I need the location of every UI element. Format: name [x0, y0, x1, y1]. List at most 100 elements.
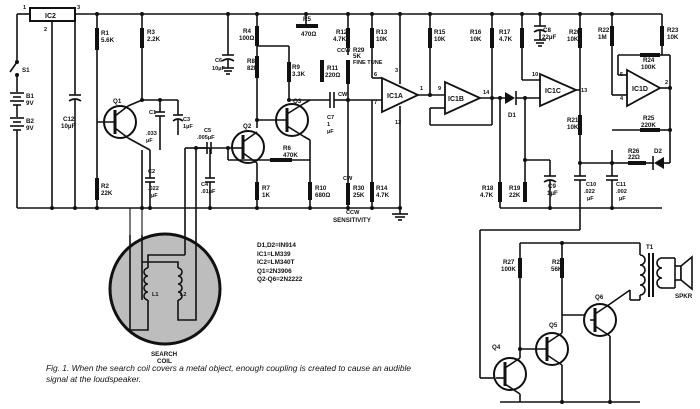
b1-label: B1: [26, 93, 34, 100]
c3-label: C3: [183, 117, 190, 123]
s1-label: S1: [22, 67, 30, 74]
r1-label: R1: [101, 30, 109, 37]
r13-value: 10K: [376, 36, 388, 43]
ic2-pin-gnd: 2: [44, 27, 47, 33]
resistor-r22: [610, 26, 614, 46]
c10-value: .022: [584, 189, 595, 195]
c2-label: C2: [148, 169, 155, 175]
r6-label: R6: [283, 145, 291, 152]
r1-value: 5.6K: [101, 37, 115, 44]
r17-label: R17: [499, 29, 511, 36]
resistor-r19: [523, 182, 527, 202]
r26-value: 22Ω: [628, 154, 640, 161]
resistor-r1: [95, 28, 99, 50]
r22-value: 1M: [598, 34, 607, 41]
ic1a-pin6: 6: [374, 72, 377, 78]
r2-label: R2: [101, 183, 109, 190]
r18-value: 4.7K: [480, 192, 494, 199]
r18-label: R18: [482, 185, 494, 192]
r23-value: 10K: [667, 34, 679, 41]
resistor-r3: [140, 28, 144, 48]
r21-label: R21: [567, 117, 579, 124]
comparator-ic1b: [444, 80, 483, 116]
comparator-ic1c: [539, 72, 579, 108]
r8-label: R8: [247, 58, 255, 65]
transistor-q1: [97, 99, 151, 151]
ic1d-pin4: 4: [620, 96, 624, 102]
r24-value: 100K: [641, 64, 656, 71]
c9-label: C9: [548, 183, 556, 190]
junction-dots: [50, 12, 672, 404]
ic1d-pin2: 2: [665, 80, 668, 86]
r22-label: R22: [598, 27, 610, 34]
q5-label: Q5: [549, 322, 558, 329]
ic2-pin-out: 3: [77, 5, 80, 11]
resistor-r5: [296, 24, 318, 28]
c8-label: C8: [543, 27, 551, 34]
transistor-q5: [520, 315, 569, 402]
resistor-r17: [520, 28, 524, 48]
r21-value: 10K: [567, 124, 579, 131]
r14-value: 4.7K: [376, 192, 390, 199]
parts-note: IC2=LM340T: [257, 259, 295, 267]
ic1d-label: IC1D: [632, 86, 648, 93]
r4-label: R4: [243, 28, 251, 35]
c10-label: C10: [586, 182, 596, 188]
ic2-label: IC2: [45, 13, 56, 20]
r8-value: 82K: [247, 65, 259, 72]
b1-voltage: 9V: [26, 100, 34, 107]
b2-label: B2: [26, 118, 34, 125]
resistor-r6: [270, 158, 292, 162]
d2-label: D2: [654, 148, 662, 155]
c7-label: C7: [327, 115, 334, 121]
c10-unit: µF: [587, 196, 594, 202]
c5-label: C5: [204, 128, 211, 134]
c4-value: .01µF: [201, 189, 216, 195]
comparator-ic1a: [381, 76, 421, 114]
figure-caption: Fig. 1. When the search coil covers a me…: [46, 363, 411, 384]
ic1c-pin10: 10: [532, 72, 538, 78]
ic2-pin-in: 1: [23, 5, 26, 11]
r27-label: R27: [503, 259, 515, 266]
c1-label: C1: [149, 110, 156, 116]
c5-value: .005µF: [197, 135, 215, 141]
r25-value: 220K: [641, 122, 656, 129]
c7-value: 1: [327, 122, 330, 128]
speaker-icon: [674, 255, 693, 291]
c11-label: C11: [616, 182, 626, 188]
ic1c-pin13: 13: [581, 88, 587, 94]
c8-value: 22µF: [542, 34, 556, 41]
r14-label: R14: [376, 185, 388, 192]
resistor-r8: [255, 56, 259, 78]
c11-unit: µF: [619, 196, 626, 202]
r9-label: R9: [292, 64, 300, 71]
ic1a-pin12: 12: [395, 120, 401, 126]
q2-label: Q2: [243, 123, 252, 130]
speaker-label: SPKR: [675, 293, 693, 300]
d1-label: D1: [508, 112, 516, 119]
r5-label: R5: [303, 16, 311, 23]
resistor-r16: [490, 28, 494, 48]
resistor-r13: [370, 28, 374, 48]
b2-voltage: 9V: [26, 125, 34, 132]
r7-value: 1K: [262, 192, 270, 199]
parts-notes: D1,D2=IN914 IC1=LM339 IC2=LM340T Q1=2N39…: [257, 242, 302, 285]
r30-label: R30: [353, 185, 365, 192]
parts-note: D1,D2=IN914: [257, 242, 296, 249]
c1-unit: µF: [146, 138, 153, 144]
resistor-r28: [560, 258, 564, 278]
c11-value: .002: [616, 189, 627, 195]
parts-note: Q1=2N3906: [257, 267, 292, 275]
resistor-r2: [95, 178, 99, 200]
c6-label: C6: [215, 58, 222, 64]
r12-label: R12: [336, 29, 348, 36]
battery-b1: [10, 92, 24, 117]
c2-value: .022: [148, 186, 159, 192]
parts-note: IC1=LM339: [257, 250, 291, 258]
sensitivity-label: SENSITIVITY: [333, 217, 372, 224]
capacitor-c12: [68, 14, 82, 208]
ic1a-label: IC1A: [387, 93, 403, 100]
c7-unit: µF: [327, 129, 334, 135]
resistor-r18: [498, 182, 502, 202]
